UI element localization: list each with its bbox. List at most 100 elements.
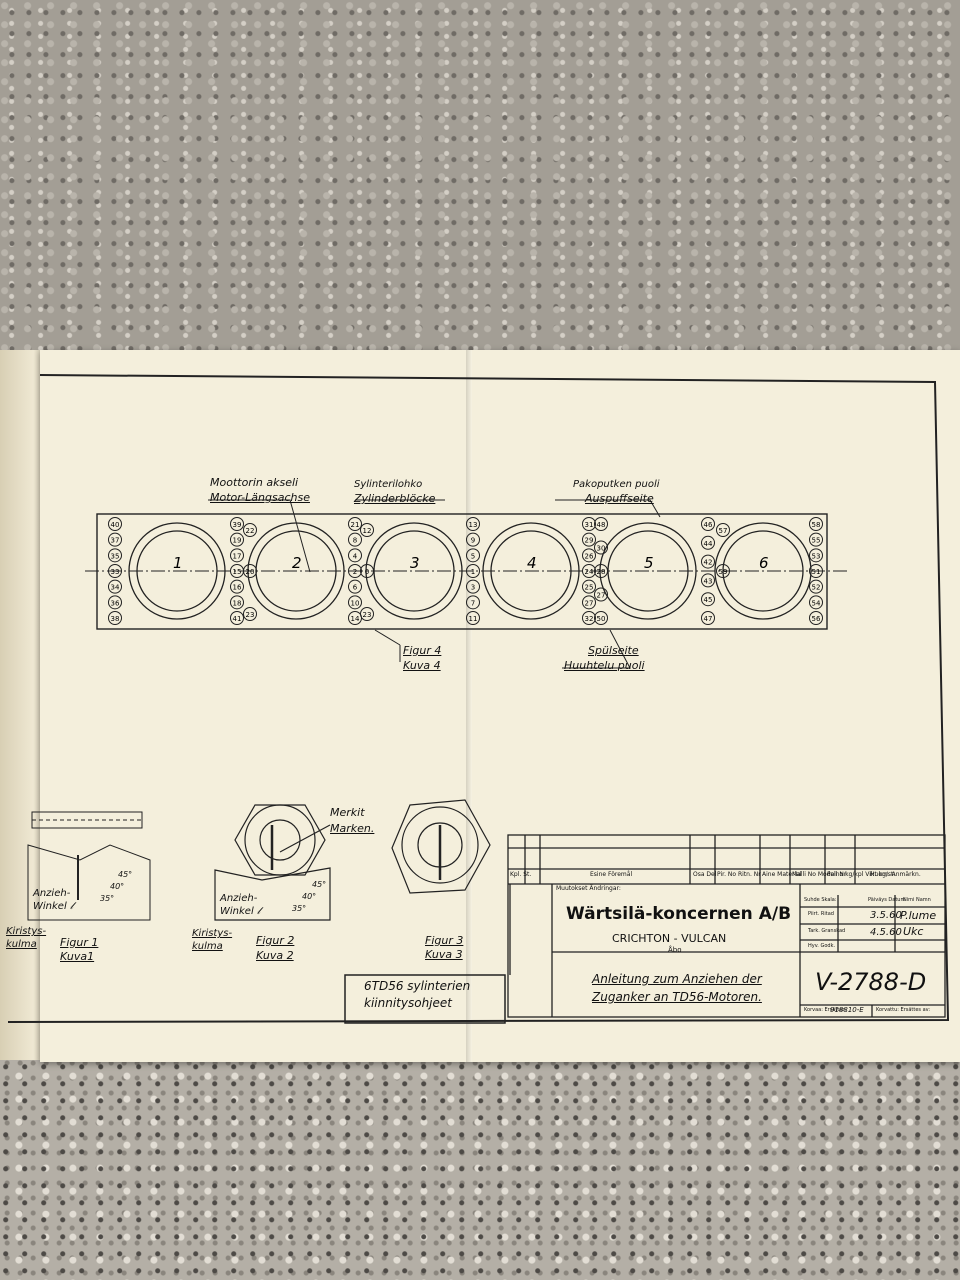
label-cylblock-de: Zylinderblöcke bbox=[354, 492, 436, 505]
tb-changes-label: Muutokset Ändringar: bbox=[556, 885, 621, 892]
svg-text:16: 16 bbox=[233, 584, 242, 592]
svg-text:24: 24 bbox=[585, 568, 594, 576]
bolts-group: 4037353334363839191715161841222023218426… bbox=[108, 517, 823, 625]
tb-scale-label: Suhde Skala: bbox=[804, 897, 837, 903]
svg-text:3: 3 bbox=[471, 584, 475, 592]
bolt-2: 2 bbox=[348, 564, 362, 578]
bolt-14: 14 bbox=[348, 611, 362, 625]
cylinder-6: 6 bbox=[714, 522, 812, 620]
bolt-40: 40 bbox=[108, 517, 122, 531]
bolt-26: 26 bbox=[582, 548, 596, 563]
angle-label-40: 40° bbox=[110, 882, 125, 891]
svg-text:54: 54 bbox=[812, 599, 821, 607]
svg-text:47: 47 bbox=[704, 615, 713, 623]
svg-text:17: 17 bbox=[233, 552, 242, 560]
bolt-27: 27 bbox=[594, 587, 608, 602]
bolt-5: 5 bbox=[466, 548, 480, 563]
label-scav-fi: Huuhtelu puoli bbox=[564, 659, 645, 672]
svg-text:40: 40 bbox=[111, 521, 120, 529]
cylinder-4: 4 bbox=[482, 522, 580, 620]
svg-text:25: 25 bbox=[585, 584, 594, 592]
svg-text:19: 19 bbox=[233, 537, 242, 545]
svg-text:10: 10 bbox=[351, 599, 360, 607]
label-fig4-de: Figur 4 bbox=[403, 644, 442, 657]
bolt-53: 53 bbox=[809, 548, 823, 563]
svg-text:15: 15 bbox=[233, 568, 242, 576]
svg-text:45: 45 bbox=[704, 596, 713, 604]
bolt-9: 9 bbox=[466, 532, 480, 547]
tb-row-drawn-date: 3.5.60 bbox=[870, 910, 902, 921]
tb-date-header: Päiväys Datum bbox=[868, 897, 906, 903]
svg-text:29: 29 bbox=[585, 537, 594, 545]
bolt-10: 10 bbox=[348, 595, 362, 610]
svg-text:26: 26 bbox=[585, 552, 594, 560]
label-fig2-de: Figur 2 bbox=[256, 934, 295, 947]
bolt-19: 19 bbox=[230, 532, 244, 547]
svg-text:7: 7 bbox=[471, 599, 475, 607]
cylinder-number: 5 bbox=[644, 554, 654, 572]
tb-drawing-number: V-2788-D bbox=[815, 968, 927, 996]
angle-label-35-b: 35° bbox=[292, 904, 307, 913]
cylinder-number: 6 bbox=[759, 554, 769, 572]
title-box-line-1: 6TD56 sylinterien bbox=[364, 979, 471, 993]
angle-label-40-b: 40° bbox=[302, 892, 317, 901]
svg-text:46: 46 bbox=[704, 521, 713, 529]
cylinder-number: 1 bbox=[173, 554, 183, 572]
bolt-51: 51 bbox=[809, 564, 823, 578]
label-fig3-de: Figur 3 bbox=[425, 934, 464, 947]
svg-text:27: 27 bbox=[597, 592, 606, 600]
tb-header-item: Esine Föremål bbox=[590, 871, 633, 878]
angle-label-45: 45° bbox=[118, 870, 133, 879]
tb-company: Wärtsilä-koncernen A/B bbox=[566, 904, 792, 924]
tb-subsidiary: CRICHTON - VULCAN bbox=[612, 932, 727, 945]
bolt-22: 22 bbox=[243, 523, 257, 537]
svg-text:48: 48 bbox=[597, 521, 606, 529]
bolt-18: 18 bbox=[230, 595, 244, 610]
bolt-41: 41 bbox=[230, 611, 244, 625]
bolt-1: 1 bbox=[466, 564, 480, 578]
bolt-48: 48 bbox=[594, 517, 608, 531]
bolt-30: 30 bbox=[594, 540, 608, 555]
svg-text:50: 50 bbox=[597, 615, 606, 623]
label-kiristys-2a: Kiristys- bbox=[192, 928, 233, 939]
bolt-25: 25 bbox=[582, 579, 596, 594]
cylinder-number: 4 bbox=[527, 554, 537, 572]
figure-3 bbox=[391, 799, 491, 894]
title-box-frame bbox=[344, 974, 506, 1024]
label-scav-de: Spülseite bbox=[588, 644, 639, 657]
tb-description-2: Zuganker an TD56-Motoren. bbox=[592, 990, 762, 1004]
bolt-7: 7 bbox=[466, 595, 480, 610]
svg-text:39: 39 bbox=[233, 521, 242, 529]
svg-text:42: 42 bbox=[704, 559, 713, 567]
tb-replaced-by-label: Korvattu: Ersättes av: bbox=[876, 1007, 931, 1013]
svg-text:21: 21 bbox=[351, 521, 360, 529]
title-block-frame bbox=[507, 834, 946, 1018]
sheet-fold bbox=[466, 350, 472, 1062]
bolt-57: 57 bbox=[716, 523, 730, 537]
bolt-47: 47 bbox=[701, 611, 715, 625]
svg-text:35: 35 bbox=[111, 552, 120, 560]
svg-text:9: 9 bbox=[471, 537, 475, 545]
bolt-50: 50 bbox=[594, 611, 608, 625]
bolt-21: 21 bbox=[348, 517, 362, 531]
tb-row-drawn-sign: P.lume bbox=[900, 909, 937, 922]
svg-text:4: 4 bbox=[353, 552, 358, 560]
svg-text:44: 44 bbox=[704, 540, 713, 548]
svg-text:56: 56 bbox=[812, 615, 821, 623]
bolt-24: 24 bbox=[582, 564, 596, 578]
svg-text:20: 20 bbox=[246, 568, 255, 576]
svg-text:5: 5 bbox=[471, 552, 475, 560]
cylinder-number: 2 bbox=[292, 554, 302, 572]
svg-text:30: 30 bbox=[597, 545, 606, 553]
bolt-56: 56 bbox=[809, 611, 823, 625]
bolt-8: 8 bbox=[348, 532, 362, 547]
svg-text:13: 13 bbox=[469, 521, 478, 529]
svg-text:59: 59 bbox=[719, 568, 728, 576]
drawing-frame bbox=[7, 374, 950, 1023]
svg-text:53: 53 bbox=[812, 552, 821, 560]
svg-text:8: 8 bbox=[353, 537, 357, 545]
bolt-36: 36 bbox=[108, 595, 122, 610]
label-fig1-fi: Kuva1 bbox=[60, 950, 95, 963]
drawing-sheet bbox=[40, 350, 960, 1062]
